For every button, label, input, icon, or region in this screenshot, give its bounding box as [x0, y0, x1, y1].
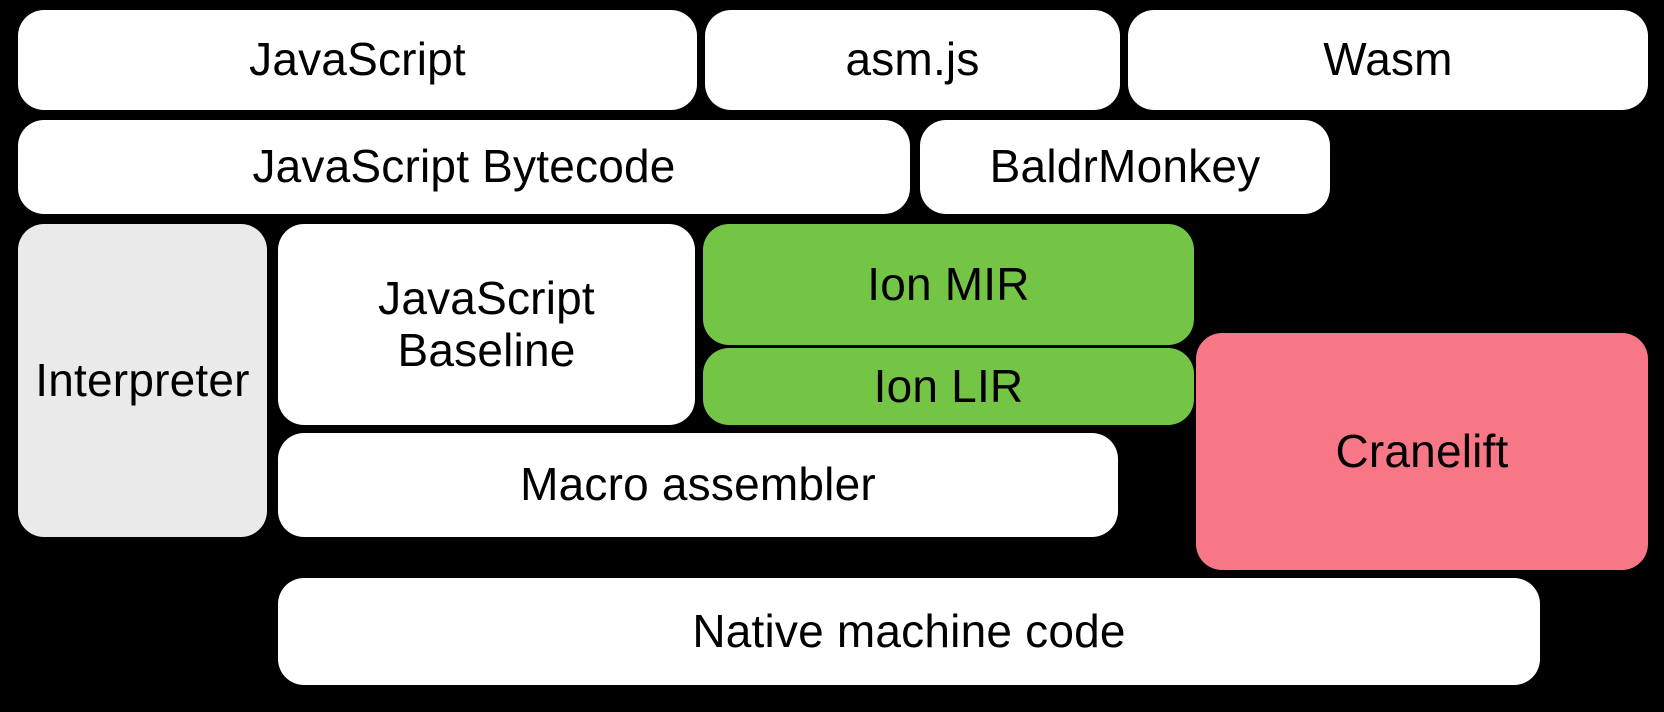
node-ion-mir[interactable]: Ion MIR — [703, 224, 1194, 345]
node-interpreter[interactable]: Interpreter — [18, 224, 267, 537]
node-javascript-baseline[interactable]: JavaScript Baseline — [278, 224, 695, 425]
node-asm-js[interactable]: asm.js — [705, 10, 1120, 110]
node-baldrmonkey[interactable]: BaldrMonkey — [920, 120, 1330, 214]
node-javascript-bytecode[interactable]: JavaScript Bytecode — [18, 120, 910, 214]
node-macro-assembler[interactable]: Macro assembler — [278, 433, 1118, 537]
node-wasm[interactable]: Wasm — [1128, 10, 1648, 110]
node-ion-lir[interactable]: Ion LIR — [703, 348, 1194, 425]
node-cranelift[interactable]: Cranelift — [1196, 333, 1648, 570]
node-native-machine-code[interactable]: Native machine code — [278, 578, 1540, 685]
node-javascript[interactable]: JavaScript — [18, 10, 697, 110]
